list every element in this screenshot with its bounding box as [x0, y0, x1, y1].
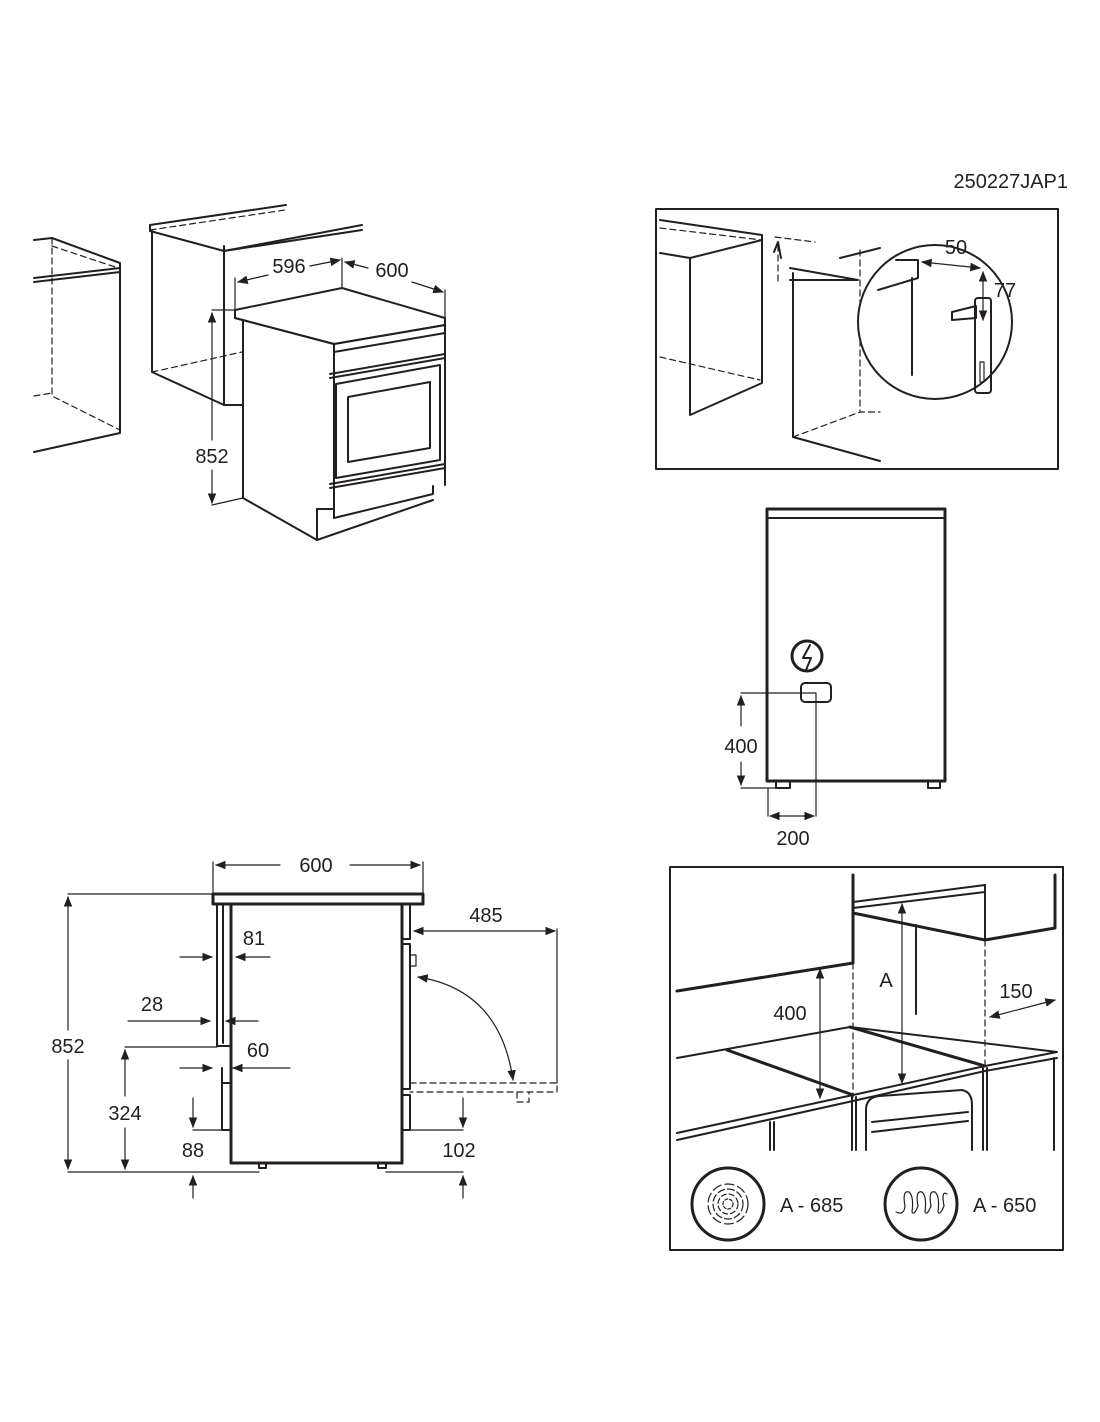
door-clearance-label: 485: [469, 905, 502, 927]
dimension-852-label: 852: [195, 446, 228, 468]
gap-28-label: 28: [141, 994, 163, 1016]
worktop-side: [211, 892, 425, 906]
dimension-600-depth: 600: [343, 260, 446, 319]
hood-height-label: A: [879, 970, 893, 992]
dimension-600-depth-label: 600: [375, 260, 408, 282]
document-code: 250227JAP1: [953, 171, 1068, 193]
figure-hood-clearance: A 400 150 A - 685 A - 650: [669, 866, 1064, 1251]
figure-isometric-dimensions: 596 600 852: [33, 204, 446, 541]
electric-coil-icon: [883, 1166, 959, 1242]
electric-bolt-icon: [790, 639, 824, 673]
connection-side-label: 200: [776, 828, 809, 850]
cooker-isometric: [234, 287, 446, 541]
left-cabinet: [33, 237, 121, 453]
detail-magnifier: [857, 244, 1013, 400]
figure-side-view: 600 852 485 81 28 60 324 88: [51, 855, 558, 1199]
figure-anti-tilt-bracket: 50 77: [655, 208, 1059, 470]
gap-60-label: 60: [247, 1040, 269, 1062]
bracket-slot: [979, 361, 985, 383]
dimension-852-height: 852: [195, 309, 244, 506]
hood-side-clearance-label: 150: [999, 981, 1032, 1003]
figure-rear-connection: 400 200: [724, 507, 947, 850]
rear-foot-label: 88: [182, 1140, 204, 1162]
front-foot-label: 102: [442, 1140, 475, 1162]
hood-frame: [669, 866, 1064, 1251]
electric-hob-label: A - 650: [973, 1195, 1036, 1217]
side-width-label: 600: [299, 855, 332, 877]
rear-height-label: 324: [108, 1103, 141, 1125]
dimension-596-label: 596: [272, 256, 305, 278]
door-handle: [409, 954, 417, 967]
bracket-frame: [655, 208, 1059, 470]
bracket-offset-label: 50: [945, 237, 967, 259]
right-cabinet: [149, 204, 363, 406]
dimension-596: 596: [234, 256, 343, 311]
hood-side-height-label: 400: [773, 1003, 806, 1025]
gas-hob-label: A - 685: [780, 1195, 843, 1217]
gap-81-label: 81: [243, 928, 265, 950]
side-height-label: 852: [51, 1036, 84, 1058]
bracket-height-label: 77: [994, 280, 1016, 302]
cooker-back: [765, 507, 947, 783]
gas-burner-icon: [690, 1166, 766, 1242]
connection-height-label: 400: [724, 736, 757, 758]
